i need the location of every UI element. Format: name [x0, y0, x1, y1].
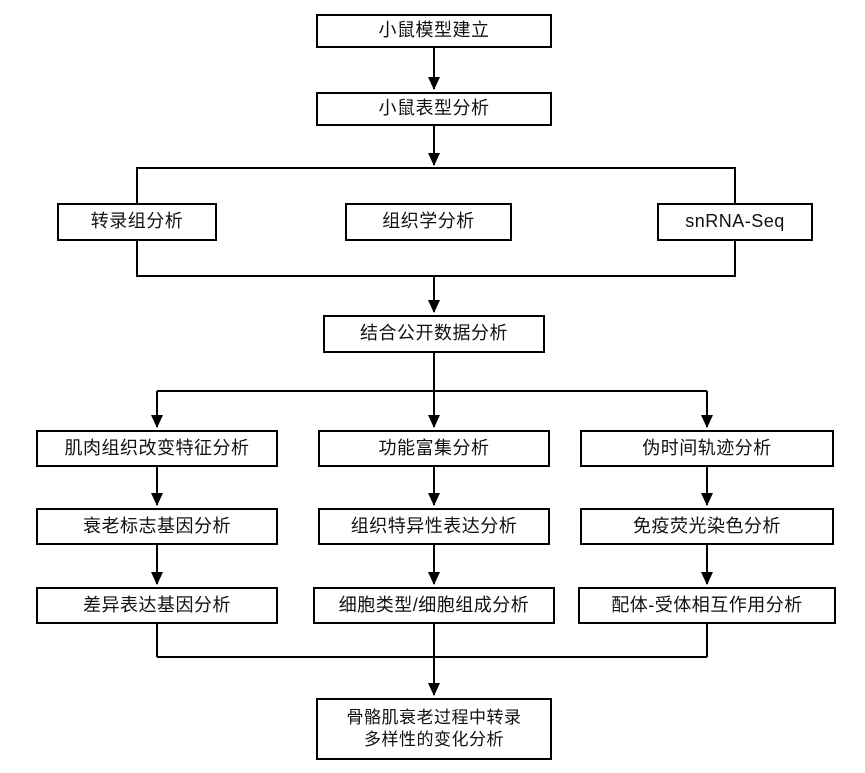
- node-label: 小鼠模型建立: [378, 20, 490, 41]
- node-immunofluorescence: 免疫荧光染色分析: [580, 508, 834, 545]
- node-label: 结合公开数据分析: [360, 323, 508, 344]
- node-mouse-phenotype: 小鼠表型分析: [316, 92, 552, 126]
- node-label-line2: 多样性的变化分析: [364, 730, 504, 749]
- node-label: 免疫荧光染色分析: [633, 515, 781, 536]
- node-public-data: 结合公开数据分析: [323, 315, 545, 353]
- node-tissue-specific: 组织特异性表达分析: [318, 508, 550, 545]
- node-ligand-receptor: 配体-受体相互作用分析: [578, 587, 836, 624]
- node-label: 肌肉组织改变特征分析: [64, 437, 250, 458]
- node-label: 转录组分析: [90, 211, 184, 232]
- node-final-conclusion: 骨骼肌衰老过程中转录 多样性的变化分析: [316, 698, 552, 760]
- node-aging-marker: 衰老标志基因分析: [36, 508, 278, 545]
- node-label: 差异表达基因分析: [83, 594, 231, 615]
- node-deg: 差异表达基因分析: [36, 587, 278, 624]
- node-func-enrich: 功能富集分析: [318, 430, 550, 467]
- node-mouse-model: 小鼠模型建立: [316, 14, 552, 48]
- node-transcriptome: 转录组分析: [57, 203, 217, 241]
- node-label: 衰老标志基因分析: [83, 515, 231, 536]
- node-muscle-change: 肌肉组织改变特征分析: [36, 430, 278, 467]
- node-label: 组织特异性表达分析: [350, 515, 518, 536]
- node-pseudotime: 伪时间轨迹分析: [580, 430, 834, 467]
- node-snrna-seq: snRNA-Seq: [657, 203, 813, 241]
- node-label: 配体-受体相互作用分析: [611, 594, 803, 615]
- node-label: 小鼠表型分析: [378, 98, 490, 119]
- node-cell-type: 细胞类型/细胞组成分析: [313, 587, 555, 624]
- node-histology: 组织学分析: [345, 203, 512, 241]
- node-label-line1: 骨骼肌衰老过程中转录: [346, 707, 522, 727]
- node-label: 伪时间轨迹分析: [642, 437, 772, 458]
- node-label: 细胞类型/细胞组成分析: [338, 594, 530, 615]
- node-label: 功能富集分析: [378, 437, 490, 458]
- node-label: snRNA-Seq: [685, 211, 785, 232]
- node-label: 组织学分析: [382, 211, 475, 232]
